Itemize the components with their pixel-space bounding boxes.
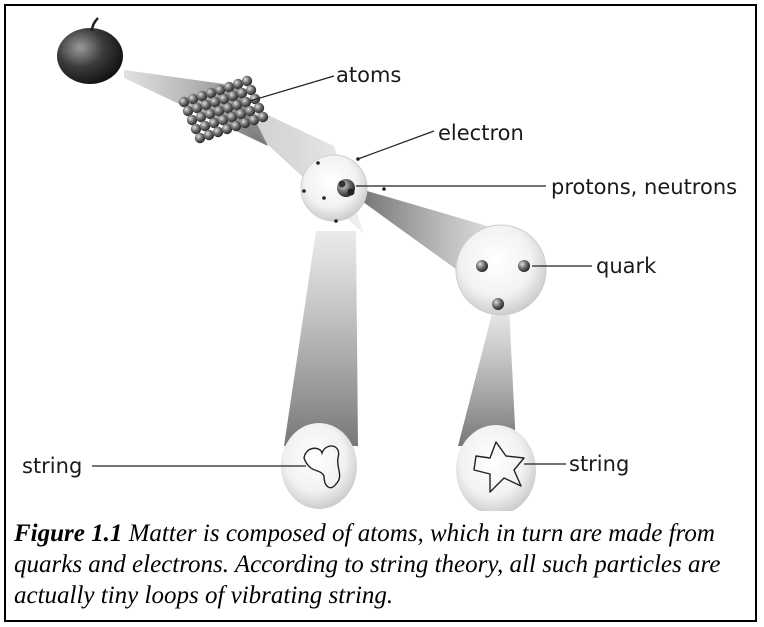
zoom-beam-quark-to-string	[458, 306, 516, 446]
atom-ball	[218, 93, 230, 105]
atom-ball	[236, 87, 248, 99]
atom-ball	[232, 78, 244, 90]
atom-ball	[191, 102, 203, 114]
atom-ball	[213, 105, 225, 117]
electron-leader-line	[357, 130, 435, 160]
atom-ball	[182, 105, 194, 117]
atom-ball	[231, 99, 243, 111]
matter-diagram: atoms electron protons, neutrons quark s…	[22, 17, 737, 511]
atom-ball	[226, 111, 238, 123]
protons-neutrons-label: protons, neutrons	[551, 175, 737, 199]
atom-ball	[235, 108, 247, 120]
atom-ball	[203, 129, 215, 141]
atom-ball	[199, 120, 211, 132]
atom-ball	[208, 117, 220, 129]
figure-number: Figure 1.1	[14, 520, 123, 547]
nucleon-sphere	[455, 224, 547, 316]
atom-ball	[244, 105, 256, 117]
atom-ball	[230, 120, 242, 132]
electron-label: electron	[438, 121, 524, 145]
atom-ball	[196, 90, 208, 102]
atom-ball	[187, 93, 199, 105]
atom-ball	[214, 84, 226, 96]
string-label-left: string	[22, 454, 82, 478]
figure-frame: atoms electron protons, neutrons quark s…	[4, 4, 757, 622]
atom-lattice	[178, 75, 269, 144]
atom-ball	[195, 111, 207, 123]
atom-ball	[222, 102, 234, 114]
atom-ball	[186, 114, 198, 126]
atoms-leader-line	[249, 75, 335, 102]
atom-ball	[223, 81, 235, 93]
atom-ball	[240, 96, 252, 108]
atom-ball	[221, 123, 233, 135]
zoom-beam-atom-to-string	[284, 231, 358, 446]
atom-ball	[245, 84, 257, 96]
figure-caption: Figure 1.1 Matter is composed of atoms, …	[14, 518, 749, 611]
atom-sphere	[300, 154, 386, 223]
atom-ball	[194, 132, 206, 144]
atom-ball	[212, 126, 224, 138]
atom-ball	[209, 96, 221, 108]
atom-ball	[205, 87, 217, 99]
atom-ball	[200, 99, 212, 111]
quark-label: quark	[596, 254, 657, 278]
string-label-right: string	[569, 452, 629, 476]
atom-ball	[253, 102, 265, 114]
atom-ball	[178, 96, 190, 108]
atom-ball	[204, 108, 216, 120]
string-sphere-left	[281, 423, 357, 509]
atom-ball	[257, 111, 269, 123]
atom-ball	[241, 75, 253, 87]
caption-text: Matter is composed of atoms, which in tu…	[14, 520, 721, 609]
atom-ball	[190, 123, 202, 135]
string-sphere-right	[456, 425, 536, 511]
atom-ball	[248, 114, 260, 126]
atom-ball	[217, 114, 229, 126]
atom-ball	[239, 117, 251, 129]
atom-ball	[227, 90, 239, 102]
apple-icon	[57, 17, 123, 84]
atoms-label: atoms	[336, 63, 401, 87]
